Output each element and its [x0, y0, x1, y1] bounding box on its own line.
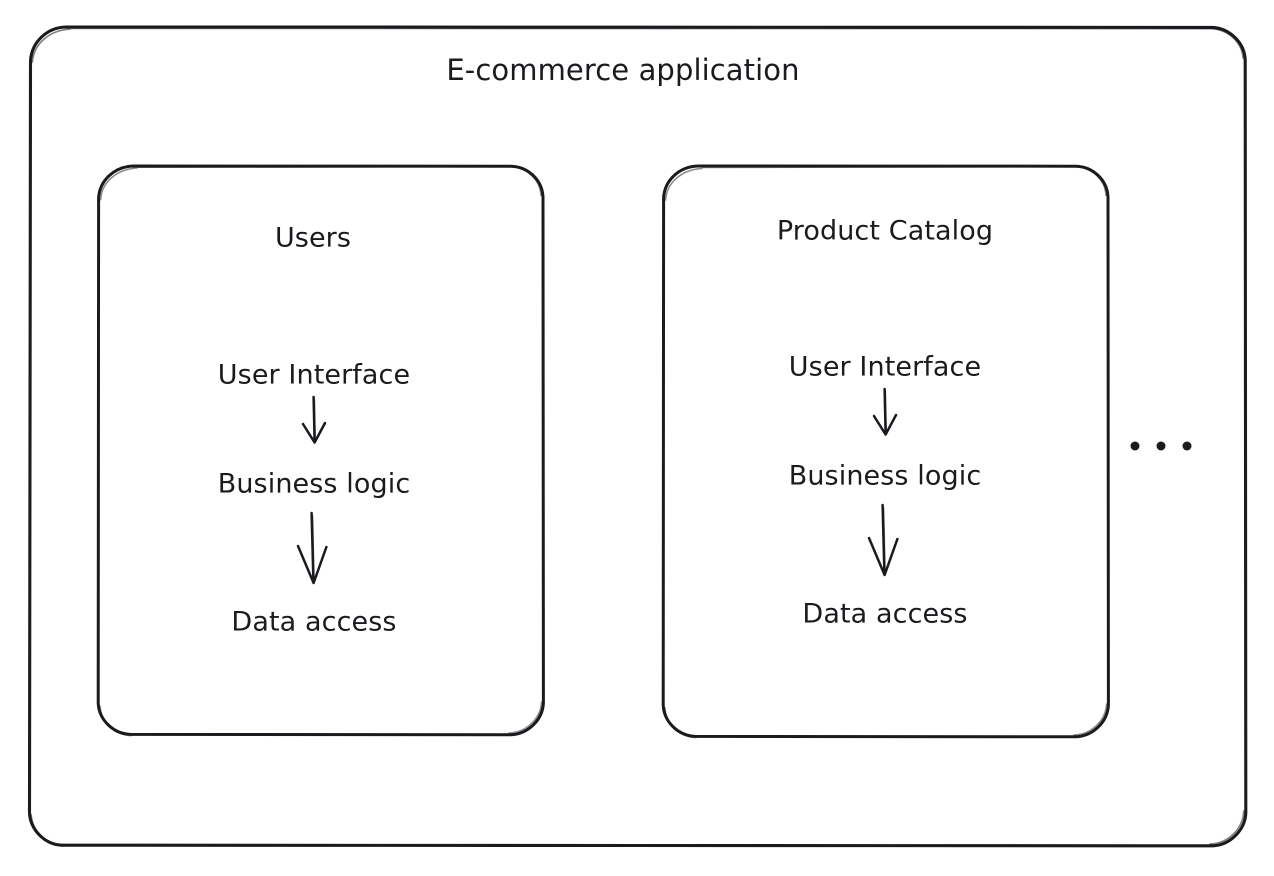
module-title-product-catalog: Product Catalog: [776, 215, 994, 247]
layer-label-users-user-interface: User Interface: [217, 359, 411, 391]
diagram-title: E-commerce application: [446, 53, 800, 87]
ellipsis-dot: [1130, 441, 1140, 451]
layer-label-catalog-business-logic: Business logic: [788, 460, 982, 492]
layer-label-users-data-access: Data access: [231, 606, 397, 638]
module-box-users-shape: [96, 164, 545, 737]
ellipsis-dot: [1156, 441, 1166, 451]
ellipsis-dot: [1182, 441, 1192, 451]
module-box-product-catalog-shape: [661, 164, 1110, 739]
more-modules-ellipsis: [1130, 441, 1192, 451]
arrow-users-ui-to-business: [301, 395, 327, 444]
arrow-users-business-to-data: [296, 511, 328, 585]
module-title-users: Users: [274, 222, 352, 254]
layer-label-users-business-logic: Business logic: [217, 468, 411, 500]
arrow-catalog-business-to-data: [867, 503, 899, 577]
layer-label-catalog-data-access: Data access: [802, 598, 968, 630]
layer-label-catalog-user-interface: User Interface: [788, 351, 982, 383]
outer-container-shape: [27, 25, 1248, 848]
arrow-catalog-ui-to-business: [872, 387, 898, 436]
